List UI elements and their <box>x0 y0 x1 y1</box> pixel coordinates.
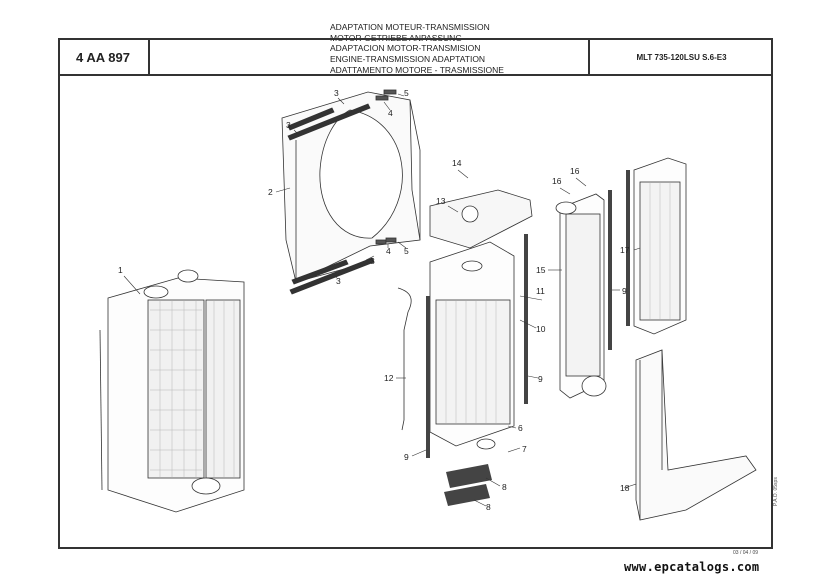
foam-strips <box>426 170 630 506</box>
callout-9: 9 <box>622 286 627 296</box>
callout-5: 5 <box>404 246 409 256</box>
intercooler <box>555 193 607 399</box>
title-german: MOTOR-GETRIEBE ANPASSUNG <box>330 32 462 43</box>
callout-12: 12 <box>384 373 394 383</box>
diagram-titles: ADAPTATION MOTEUR-TRANSMISSION MOTOR-GET… <box>330 22 504 76</box>
callout-2: 2 <box>268 187 273 197</box>
callout-16: 16 <box>552 176 562 186</box>
hose <box>397 287 412 431</box>
callout-15: 15 <box>536 265 546 275</box>
title-french: ADAPTATION MOTEUR-TRANSMISSION <box>330 22 490 32</box>
support-frame <box>635 349 757 521</box>
website-watermark: www.epcatalogs.com <box>624 560 760 574</box>
fan-shroud <box>281 91 421 283</box>
header-divider <box>58 74 773 76</box>
callout-14: 14 <box>452 158 462 168</box>
callout-3: 3 <box>370 256 375 266</box>
callout-6: 6 <box>518 423 523 433</box>
callout-8: 8 <box>486 502 491 512</box>
callout-1: 1 <box>118 265 123 275</box>
callout-9: 9 <box>538 374 543 384</box>
title-spanish: ADAPTACION MOTOR-TRANSMISION <box>330 43 481 54</box>
model-code: MLT 735-120LSU S.6-E3 <box>588 38 773 76</box>
callout-8: 8 <box>502 482 507 492</box>
callout-17: 17 <box>620 245 630 255</box>
part-number: 4 AA 897 <box>58 38 150 76</box>
callout-4: 4 <box>388 108 393 118</box>
callout-11: 11 <box>536 286 545 296</box>
callout-10: 10 <box>536 324 546 334</box>
drawing-date: 03 / 04 / 09 <box>733 550 759 556</box>
callout-7: 7 <box>522 444 527 454</box>
callout-5: 5 <box>404 88 409 98</box>
title-english: ENGINE-TRANSMISSION ADAPTATION <box>330 54 486 65</box>
radiator-assembly <box>99 269 245 513</box>
callout-18: 18 <box>620 483 630 493</box>
leader-lines <box>123 93 641 507</box>
seal-strips <box>287 103 375 295</box>
title-italian: ADATTAMENTO MOTORE - TRASMISSIONE <box>330 64 504 75</box>
callout-9: 9 <box>404 452 409 462</box>
callout-3: 3 <box>336 276 341 286</box>
charge-air-cooler <box>429 241 515 450</box>
callout-16: 16 <box>570 166 580 176</box>
drawing-code: P.A.O. 05sps <box>773 477 779 506</box>
callout-labels: 1 2 3 3 3 3 4 4 5 5 6 7 8 8 9 9 9 10 11 … <box>118 88 630 512</box>
callout-3: 3 <box>334 88 339 98</box>
callout-13: 13 <box>436 196 446 206</box>
oil-cooler <box>633 157 687 335</box>
callout-3: 3 <box>286 120 291 130</box>
drawing-frame <box>58 38 773 549</box>
bracket <box>429 189 533 249</box>
callout-4: 4 <box>386 246 391 256</box>
clip-parts <box>375 89 397 245</box>
